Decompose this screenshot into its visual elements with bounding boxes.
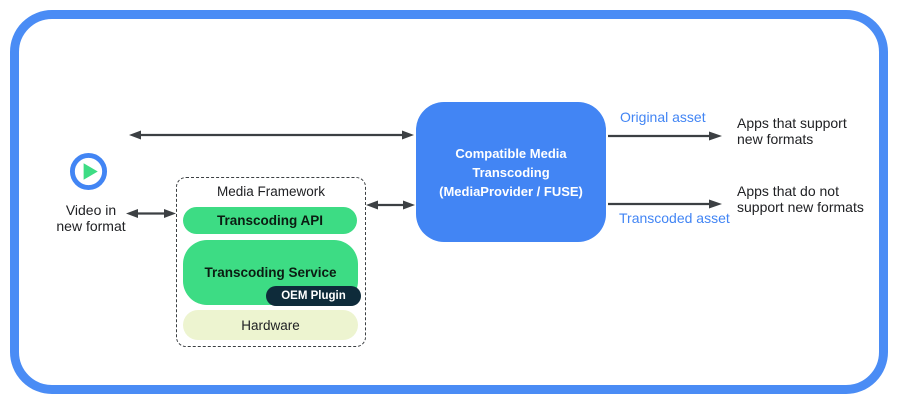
compatible-media-transcoding-box: Compatible Media Transcoding (MediaProvi… bbox=[416, 102, 606, 242]
apps-support-label: Apps that support new formats bbox=[737, 115, 847, 147]
oem-plugin-pill: OEM Plugin bbox=[266, 286, 361, 306]
media-framework-title: Media Framework bbox=[216, 184, 326, 199]
media-framework-box: Media Framework Transcoding API Transcod… bbox=[176, 177, 366, 347]
video-in-new-format-label: Video in new format bbox=[56, 202, 126, 234]
diagram-outer-frame bbox=[10, 10, 888, 394]
hardware-pill: Hardware bbox=[183, 310, 358, 340]
transcoding-api-pill: Transcoding API bbox=[183, 207, 357, 234]
transcoding-service-label: Transcoding Service bbox=[204, 265, 337, 280]
apps-no-support-label: Apps that do not support new formats bbox=[737, 183, 864, 215]
transcoded-asset-label: Transcoded asset bbox=[619, 210, 730, 226]
original-asset-label: Original asset bbox=[620, 109, 706, 125]
compatible-media-transcoding-title: Compatible Media Transcoding (MediaProvi… bbox=[439, 145, 583, 199]
play-circle-icon bbox=[69, 152, 108, 191]
transcoding-service-box: Transcoding Service OEM Plugin bbox=[183, 240, 361, 306]
